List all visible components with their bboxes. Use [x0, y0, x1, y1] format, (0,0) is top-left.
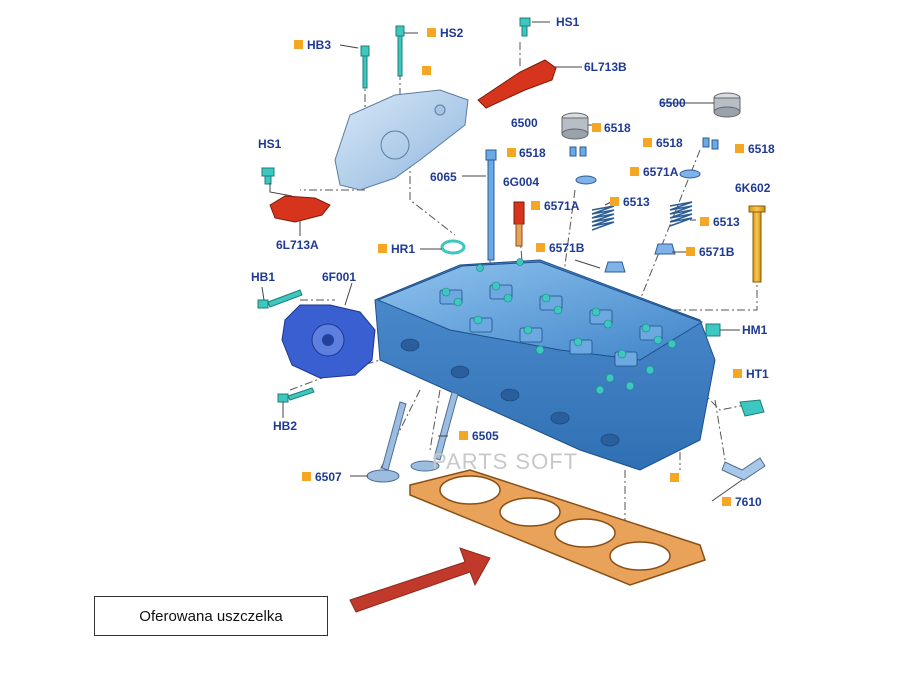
- bolt-hs2: [395, 25, 405, 77]
- tube-7610: [721, 457, 766, 481]
- bolt-hb1: [257, 289, 303, 309]
- head-gasket: [409, 469, 706, 586]
- label-6500-b: 6500: [659, 96, 686, 110]
- label-6571a-b: 6571A: [544, 199, 580, 213]
- label-hb3: HB3: [307, 38, 331, 52]
- label-7610: 7610: [735, 495, 762, 509]
- callout-text: Oferowana uszczelka: [139, 607, 283, 625]
- tappet-6500-a: [561, 112, 589, 140]
- tappet-6500-b: [713, 92, 741, 118]
- label-6g004: 6G004: [503, 175, 539, 189]
- bolt-ht1: [739, 399, 765, 417]
- orange-markers: [294, 28, 744, 506]
- label-6500-a: 6500: [511, 116, 538, 130]
- spring-6513-a: [591, 205, 615, 231]
- bolt-hs1-top: [519, 17, 531, 37]
- label-6507: 6507: [315, 470, 342, 484]
- sensor-6l713b: [477, 59, 557, 109]
- retainer-6571a: [575, 169, 701, 185]
- seal-hr1: [440, 239, 466, 255]
- label-6571a-a: 6571A: [643, 165, 679, 179]
- label-6518-d: 6518: [748, 142, 775, 156]
- label-6513-b: 6513: [713, 215, 740, 229]
- label-hb2: HB2: [273, 419, 297, 433]
- callout-arrow: [349, 547, 491, 613]
- valve-6507: [366, 401, 407, 483]
- label-hm1: HM1: [742, 323, 768, 337]
- label-ht1: HT1: [746, 367, 769, 381]
- label-6518-c: 6518: [656, 136, 683, 150]
- keeper-6518: [569, 137, 719, 157]
- water-pump: [281, 304, 376, 379]
- plug-hm1: [705, 323, 721, 337]
- sensor-6g004: [513, 201, 525, 247]
- pin-6k602: [748, 205, 766, 283]
- bolt-hb2: [277, 387, 315, 403]
- bolt-6065: [485, 149, 497, 261]
- label-6571b-b: 6571B: [699, 245, 735, 259]
- leader-lines: [261, 21, 743, 502]
- label-6f001: 6F001: [322, 270, 356, 284]
- label-6l713a: 6L713A: [276, 238, 319, 252]
- part-labels: HB3 HS2 HS1 6L713B 6500 6518 6500 6518 6…: [251, 15, 775, 509]
- cylinder-head: [374, 258, 716, 471]
- label-hs1-left: HS1: [258, 137, 282, 151]
- seal-6571b: [604, 243, 676, 273]
- bolt-hb3: [360, 45, 370, 89]
- label-hb1: HB1: [251, 270, 275, 284]
- timing-cover: [334, 89, 469, 191]
- label-6505: 6505: [472, 429, 499, 443]
- spring-6513-b: [669, 201, 693, 227]
- label-6518-a: 6518: [604, 121, 631, 135]
- label-hs2: HS2: [440, 26, 464, 40]
- label-6518-b: 6518: [519, 146, 546, 160]
- label-hr1: HR1: [391, 242, 415, 256]
- label-6513-a: 6513: [623, 195, 650, 209]
- watermark: PARTS SOFT: [432, 449, 578, 474]
- label-6l713b: 6L713B: [584, 60, 627, 74]
- sensor-6l713a: [269, 195, 331, 223]
- label-hs1-top: HS1: [556, 15, 580, 29]
- label-6065: 6065: [430, 170, 457, 184]
- label-6571b-a: 6571B: [549, 241, 585, 255]
- offered-gasket-callout: Oferowana uszczelka: [94, 596, 328, 636]
- label-6k602: 6K602: [735, 181, 771, 195]
- bolt-hs1-left: [261, 167, 275, 185]
